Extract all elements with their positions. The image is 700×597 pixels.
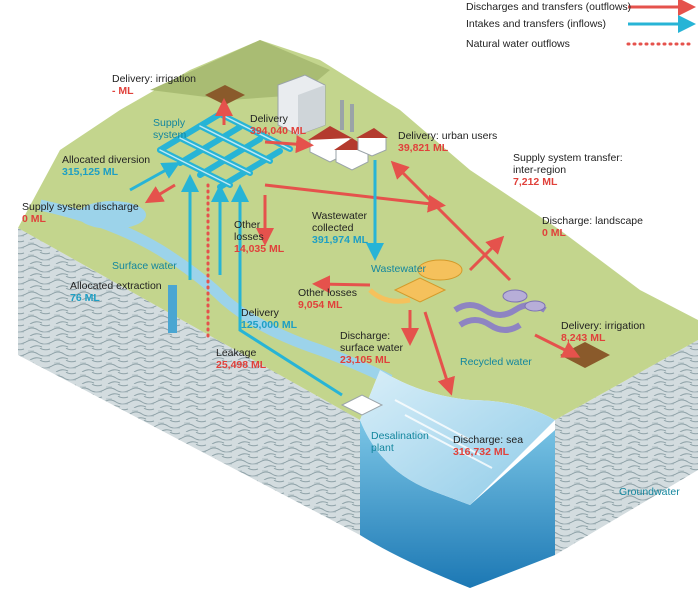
outflow-arrows — [144, 98, 581, 396]
label-other-losses-1: Other losses 14,035 ML — [234, 219, 285, 255]
river — [38, 199, 393, 385]
city-buildings — [277, 74, 388, 171]
label-delivery-irrigation-right: Delivery: irrigation 8,243 ML — [561, 320, 646, 344]
recycled-water-plant — [453, 289, 547, 333]
lake — [78, 201, 146, 229]
legend-swatches — [626, 0, 696, 46]
label-delivery-urban: Delivery: urban users 39,821 ML — [398, 130, 498, 154]
label-discharge-sea: Discharge: sea 316,732 ML — [453, 434, 524, 458]
groundwater-well — [168, 285, 177, 333]
label-surface-water: Surface water — [112, 260, 177, 272]
left-soil-wall — [18, 228, 360, 535]
label-desalination: Desalination plant — [371, 430, 429, 454]
label-wastewater-collected: Wastewater collected 391,974 ML — [312, 210, 369, 246]
label-allocated-diversion: Allocated diversion 315,125 ML — [62, 154, 151, 178]
label-allocated-extraction: Allocated extraction 76 ML — [70, 280, 162, 304]
label-supply-transfer: Supply system transfer: inter-region 7,2… — [513, 152, 623, 188]
legend-outflows: Discharges and transfers (outflows) — [466, 1, 632, 13]
label-supply-discharge: Supply system discharge 0 ML — [22, 201, 139, 225]
wastewater-plant — [368, 259, 463, 304]
desalination-building — [340, 394, 384, 416]
label-wastewater: Wastewater — [371, 263, 427, 275]
label-recycled-water: Recycled water — [460, 356, 532, 368]
label-supply-system: Supply system — [153, 117, 187, 141]
inflow-arrows — [129, 160, 384, 397]
label-discharge-surface: Discharge: surface water 23,105 ML — [340, 330, 404, 366]
right-soil-wall — [555, 340, 698, 555]
sea-surface — [360, 370, 555, 505]
label-discharge-landscape: Discharge: landscape 0 ML — [542, 215, 643, 239]
label-other-losses-2: Other losses 9,054 ML — [298, 287, 357, 311]
label-delivery-main: Delivery 394,040 ML — [250, 113, 307, 137]
legend-natural: Natural water outflows — [466, 38, 570, 50]
label-delivery-125: Delivery 125,000 ML — [241, 307, 298, 331]
label-leakage: Leakage 25,498 ML — [216, 347, 267, 371]
sea-section — [360, 420, 555, 588]
label-delivery-irrigation-top: Delivery: irrigation - ML — [112, 73, 197, 97]
legend-inflows: Intakes and transfers (inflows) — [466, 18, 607, 30]
label-groundwater: Groundwater — [619, 486, 680, 498]
